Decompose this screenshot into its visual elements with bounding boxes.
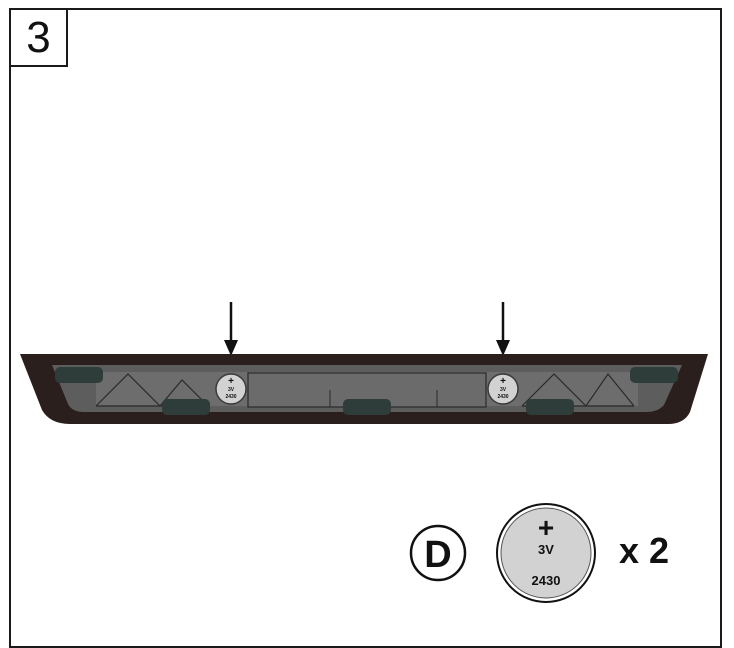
svg-text:+: + [228,376,234,387]
svg-text:D: D [424,534,451,576]
coin-battery-right: + 3V 2430 [487,373,519,405]
svg-text:2430: 2430 [225,394,236,400]
rubber-pad [630,367,678,383]
svg-text:3V: 3V [538,542,554,557]
step-number: 3 [26,12,51,62]
coin-battery-left: + 3V 2430 [215,373,247,405]
insert-arrow-right [496,302,510,356]
step-number-box: 3 [9,8,68,67]
insert-arrow-left [224,302,238,356]
battery-quantity: x 2 [619,530,669,571]
part-label-d: D [409,524,467,582]
svg-text:+: + [538,512,554,543]
rubber-pad [55,367,103,383]
rubber-pad [162,399,210,415]
rubber-pad [343,399,391,415]
svg-text:3V: 3V [500,387,507,393]
coin-battery-large: + 3V 2430 [496,503,596,603]
svg-text:+: + [500,376,506,387]
svg-text:2430: 2430 [497,394,508,400]
rubber-pad [526,399,574,415]
svg-text:2430: 2430 [532,573,561,588]
svg-text:3V: 3V [228,387,235,393]
